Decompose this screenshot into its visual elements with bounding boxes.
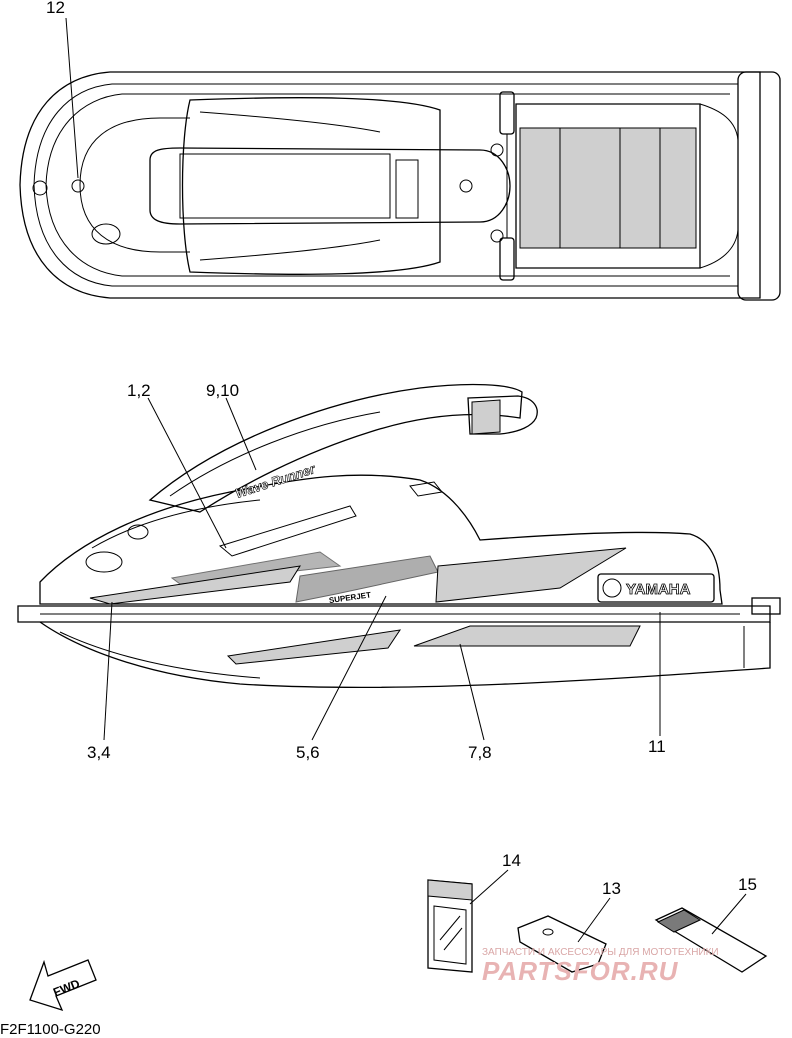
callout-14: 14	[502, 851, 521, 870]
watermark-brand: PARTSFOR.RU	[482, 956, 679, 986]
leader-line-14	[469, 869, 509, 905]
callout-12: 12	[46, 0, 65, 17]
decal-yamaha: YAMAHA	[626, 581, 691, 598]
watermark-tagline: ЗАПЧАСТИ И АКСЕССУАРЫ ДЛЯ МОТОТЕХНИКИ	[482, 947, 719, 958]
leader-line-5-6	[311, 595, 387, 741]
callout-7-8: 7,8	[468, 743, 492, 762]
leader-line-3-4	[103, 601, 113, 741]
leader-line-7-8	[459, 643, 485, 741]
leader-line-9-10	[225, 397, 257, 471]
callout-13: 13	[602, 879, 621, 898]
callout-11: 11	[648, 737, 666, 756]
leader-line-12	[65, 17, 79, 179]
decal-13-sticker	[517, 897, 611, 973]
fwd-arrow-icon	[29, 959, 97, 1012]
decal-wave-runner: Wave Runner	[234, 461, 318, 501]
callout-3-4: 3,4	[87, 743, 111, 762]
callout-9-10: 9,10	[206, 381, 239, 400]
top-view-craft	[19, 17, 781, 301]
side-view-craft	[17, 383, 781, 741]
leader-line-1-2	[147, 397, 227, 549]
leader-line-13	[577, 897, 611, 943]
decal-15-strip	[654, 893, 768, 973]
leader-line-15	[711, 893, 747, 935]
callout-5-6: 5,6	[296, 743, 320, 762]
decal-14-card	[427, 869, 509, 973]
callout-15: 15	[738, 875, 757, 894]
fwd-label: FWD	[51, 976, 82, 999]
part-code: F2F1100-G220	[0, 1021, 101, 1038]
callout-1-2: 1,2	[127, 381, 151, 400]
